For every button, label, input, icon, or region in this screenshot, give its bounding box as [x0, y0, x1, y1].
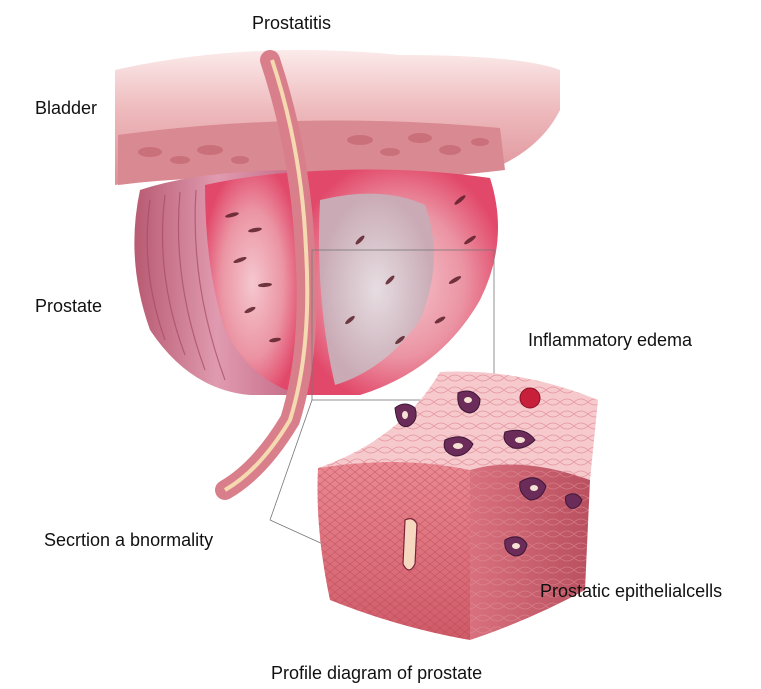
diagram-title: Prostatitis: [252, 14, 331, 32]
label-inflammatory-edema: Inflammatory edema: [528, 331, 692, 349]
bladder-wall: [115, 50, 560, 185]
label-secretion-abnormality: Secrtion a bnormality: [44, 531, 213, 549]
label-prostate: Prostate: [35, 297, 102, 315]
diagram-caption: Profile diagram of prostate: [271, 664, 482, 682]
label-epithelial-cells: Prostatic epithelialcells: [540, 582, 722, 600]
label-bladder: Bladder: [35, 99, 97, 117]
